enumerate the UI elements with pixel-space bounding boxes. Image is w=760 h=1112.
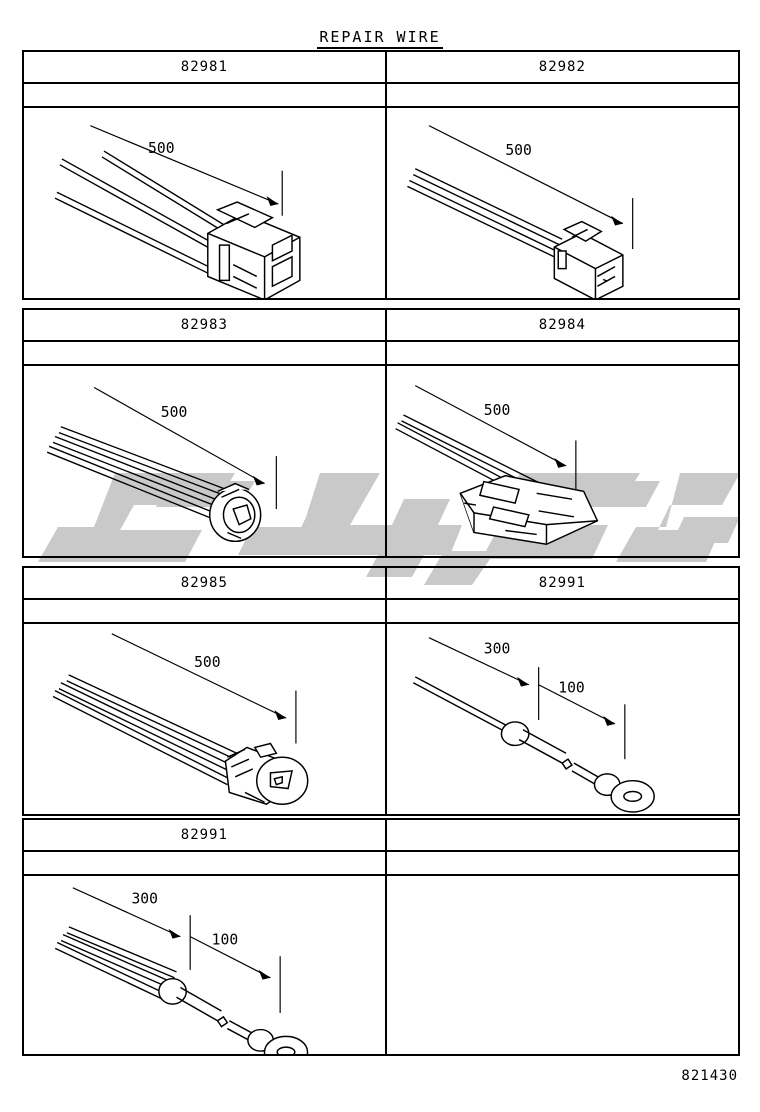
dimension-label-500: 500 [194,654,221,671]
empty-diagram-area [387,876,738,1054]
table-row: 500 [24,108,738,298]
table-row: 82981 82982 [24,52,738,84]
subheader-cell [24,852,387,874]
diagram-cell: 500 [24,624,387,814]
table-row: 82985 82991 [24,568,738,600]
subheader-cell [387,600,738,622]
wire-connector-diagram: 500 [387,366,738,556]
parts-table-block-3: 82985 82991 [22,566,740,816]
part-number-cell [387,820,738,850]
part-number: 82982 [538,59,586,75]
table-row: 500 [24,366,738,556]
subheader-cell [24,342,387,364]
subheader-cell [387,852,738,874]
table-row: 82991 [24,820,738,852]
ring-terminal-diagram: 300 100 [387,624,738,814]
figure-number: 821430 [681,1068,738,1084]
table-row [24,342,738,366]
table-row [24,84,738,108]
wire-connector-diagram: 500 [24,624,385,814]
parts-table-block-1: 82981 82982 [22,50,740,300]
diagram-cell: 500 [24,366,387,556]
wire-connector-diagram: 500 [24,108,385,298]
page-title-text: REPAIR WIRE [317,28,443,49]
diagram-cell: 500 [387,108,738,298]
part-number: 82981 [180,59,228,75]
page-title: REPAIR WIRE [0,28,760,49]
part-number: 82983 [180,317,228,333]
table-row: 82983 82984 [24,310,738,342]
dimension-label-100: 100 [212,931,238,948]
dimension-label-100: 100 [558,680,585,697]
diagram-cell: 500 [24,108,387,298]
dimension-label-300: 300 [131,890,157,907]
part-number-cell: 82991 [24,820,387,850]
dimension-label-500: 500 [505,142,532,159]
table-row [24,600,738,624]
subheader-cell [24,600,387,622]
parts-table-block-4: 82991 [22,818,740,1056]
subheader-cell [24,84,387,106]
parts-table-block-2: 82983 82984 [22,308,740,558]
part-number-cell: 82981 [24,52,387,82]
table-row: 300 100 [24,876,738,1054]
dimension-label-500: 500 [161,404,188,421]
diagram-cell: 500 [387,366,738,556]
part-number: 82991 [180,827,228,843]
ring-terminal-diagram: 300 100 [24,876,385,1054]
dimension-label-300: 300 [484,640,511,657]
part-number-cell: 82991 [387,568,738,598]
wire-connector-diagram: 500 [387,108,738,298]
diagram-cell: 300 100 [387,624,738,814]
part-number-cell: 82985 [24,568,387,598]
table-row [24,852,738,876]
part-number: 82985 [180,575,228,591]
part-number-cell: 82983 [24,310,387,340]
part-number: 82984 [538,317,586,333]
part-number-cell: 82982 [387,52,738,82]
diagram-cell: 300 100 [24,876,387,1054]
subheader-cell [387,342,738,364]
part-number: 82991 [538,575,586,591]
table-row: 500 [24,624,738,814]
wire-connector-diagram: 500 [24,366,385,556]
dimension-label-500: 500 [484,402,511,419]
dimension-label-500: 500 [148,140,175,157]
diagram-cell-empty [387,876,738,1054]
subheader-cell [387,84,738,106]
part-number-cell: 82984 [387,310,738,340]
